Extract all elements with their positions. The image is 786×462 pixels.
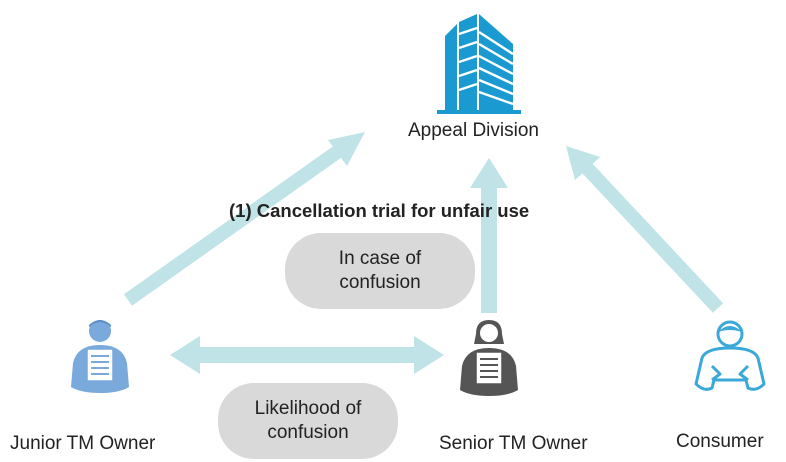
arrow-junior-to-appeal <box>123 132 365 306</box>
junior-owner-icon <box>71 320 129 393</box>
arrow-consumer-to-appeal <box>566 146 724 313</box>
arrow-senior-to-appeal <box>470 158 508 313</box>
consumer-icon <box>694 320 766 391</box>
bubble-line-1: In case of <box>338 248 422 269</box>
arrow-junior-senior <box>170 336 444 374</box>
diagram-title: (1) Cancellation trial for unfair use <box>229 200 530 221</box>
bubble-line-2: confusion <box>339 272 421 293</box>
junior-owner-label: Junior TM Owner <box>10 433 156 454</box>
bubble-line-2: confusion <box>267 422 349 443</box>
bubble-line-1: Likelihood of <box>254 398 362 419</box>
appeal-division-label: Appeal Division <box>408 120 539 141</box>
case-of-confusion-bubble: In case of confusion <box>285 233 475 309</box>
likelihood-of-confusion-bubble: Likelihood of confusion <box>218 383 398 459</box>
consumer-label: Consumer <box>676 431 764 452</box>
senior-owner-label: Senior TM Owner <box>439 433 588 454</box>
building-icon <box>437 14 521 114</box>
senior-owner-icon <box>460 320 518 396</box>
